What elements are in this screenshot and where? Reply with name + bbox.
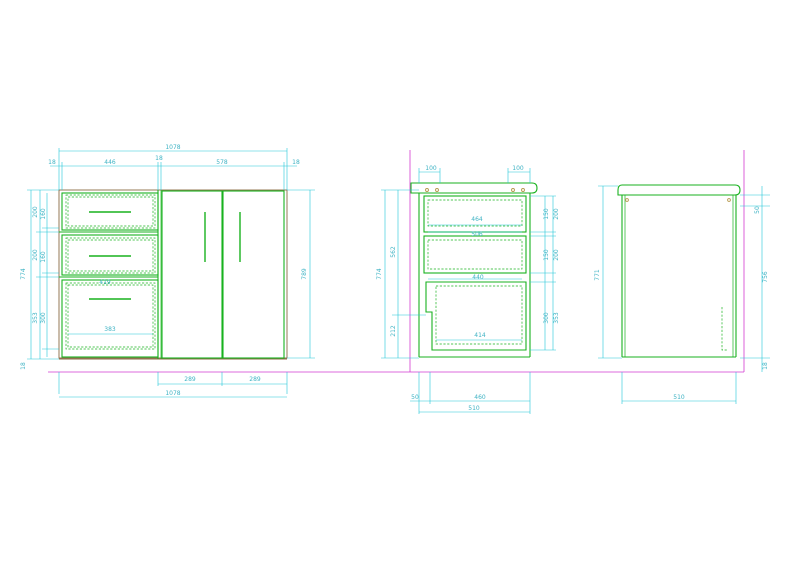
dim-side-inner-width: 460 [474,394,486,401]
dim-end-overall-right: 756 [762,271,769,283]
dim-front-d3-outer: 353 [32,312,39,324]
side-right-dimensions: 150 200 150 200 300 353 [530,195,560,351]
dim-side-w3: 440 [472,274,484,281]
dim-end-plinth: 18 [762,362,769,370]
dim-front-middle: 18 [155,155,163,162]
dim-front-plinth: 18 [20,362,27,370]
dim-front-door2: 289 [249,376,261,383]
dim-end-top: 50 [754,206,761,214]
dim-side-d3-outer: 353 [553,312,560,324]
dim-side-d2-outer: 200 [553,249,560,261]
dim-front-drawer-width: 446 [104,159,116,166]
side-drawer-1 [423,195,527,233]
dim-end-overall-left: 771 [594,269,601,281]
dim-front-overall-right: 789 [301,268,308,280]
dim-front-d1-inner: 160 [40,208,47,220]
dim-side-w2: 506 [471,231,483,238]
end-worktop [617,184,741,196]
dim-side-w4: 414 [474,332,486,339]
dim-front-left-side: 18 [48,159,56,166]
front-top-dimensions: 1078 18 446 18 578 18 [48,144,300,190]
dim-front-door1: 289 [184,376,196,383]
dim-front-inner-383: 383 [104,326,116,333]
dim-front-d1-outer: 200 [32,206,39,218]
side-left-dimensions: 774 562 212 [376,189,426,359]
dim-front-d2-inner: 160 [40,251,47,263]
dim-front-right-side: 18 [292,159,300,166]
dim-front-doors-width: 578 [216,159,228,166]
front-left-dimensions: 774 200 160 200 160 353 300 18 [20,189,59,370]
side-bottom-dimensions: 50 460 510 [410,372,531,414]
side-top-dimensions: 100 100 [418,165,531,183]
dim-side-top-right: 100 [512,165,524,172]
dim-front-overall-left: 774 [20,268,27,280]
dim-side-lower: 212 [390,325,397,337]
dim-side-upper: 562 [390,246,397,258]
front-door-left [161,190,223,359]
side-drawer-2 [423,235,527,274]
dim-end-width: 510 [673,394,685,401]
end-view [617,184,741,358]
end-view-dimensions: 771 50 756 18 510 [594,185,770,404]
dim-side-d1-outer: 200 [553,208,560,220]
front-right-dimensions: 789 [287,189,315,359]
dim-side-d1-inner: 150 [543,208,550,220]
dim-side-d3-inner: 300 [543,312,550,324]
dim-front-total-bottom: 1078 [165,390,180,397]
dim-side-setback: 50 [411,394,419,401]
front-carcass [58,189,288,359]
dim-side-outer-width: 510 [468,405,480,412]
side-drawer-3 [425,281,527,351]
dim-side-d2-inner: 150 [543,249,550,261]
dim-front-inner-419: 419 [99,279,111,286]
front-door-right [222,190,285,359]
dim-front-d3-inner: 300 [40,312,47,324]
front-bottom-dimensions: 289 289 1078 [58,372,288,398]
front-view: 419 383 [58,189,288,360]
dim-front-total-top: 1078 [165,144,180,151]
front-drawer-3 [61,279,159,358]
dim-side-top-left: 100 [425,165,437,172]
dim-front-d2-outer: 200 [32,249,39,261]
dim-side-w1: 464 [471,216,483,223]
side-view: 464 506 440 414 [409,150,745,372]
side-worktop [410,182,538,194]
dim-side-overall: 774 [376,268,383,280]
front-drawer-2 [61,234,159,276]
